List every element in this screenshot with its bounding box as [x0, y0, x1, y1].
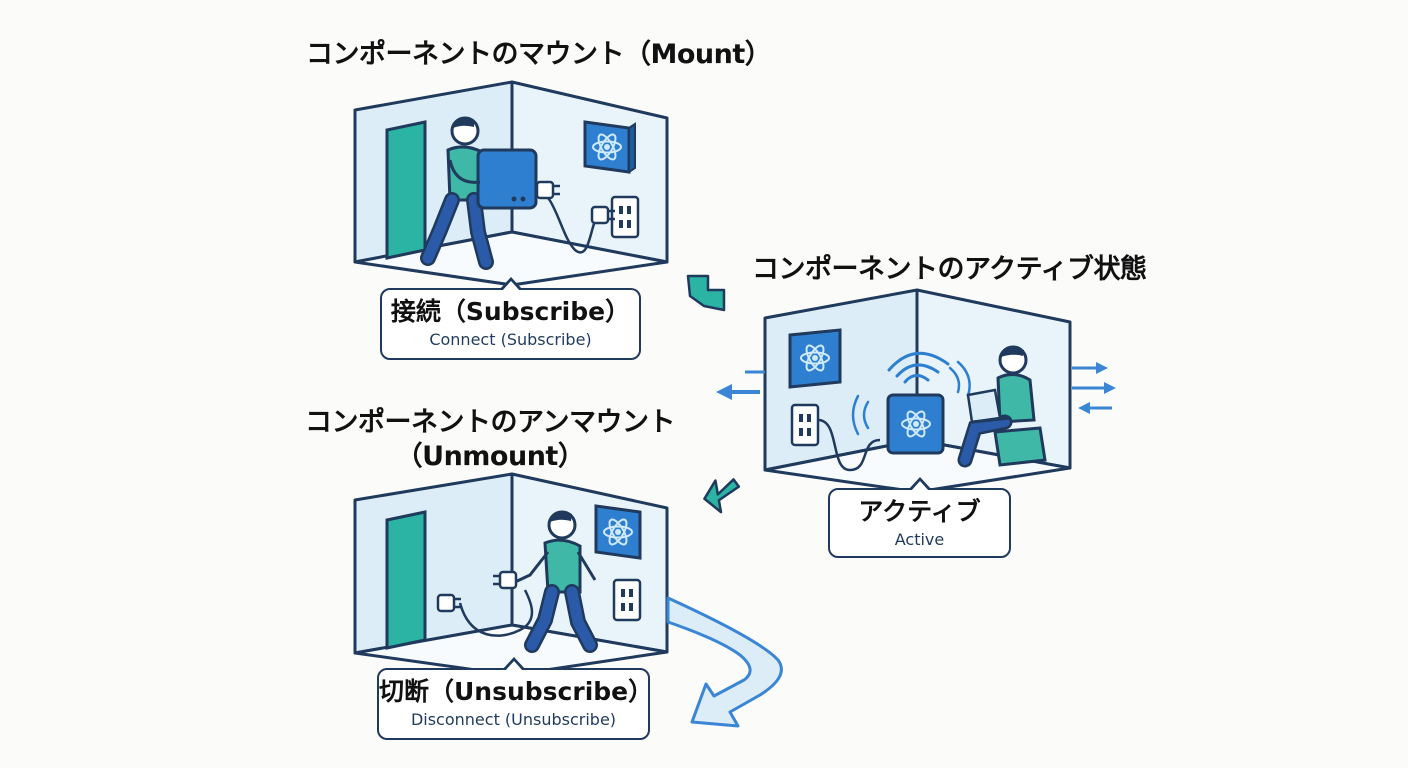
unmount-title-line2: （Unmount） [395, 440, 585, 472]
flow-arrow-icon [666, 274, 1116, 728]
active-room [763, 288, 1072, 494]
react-atom-icon [583, 120, 636, 174]
wall-outlet-icon [612, 578, 642, 622]
active-title: コンポーネントのアクティブ状態 [752, 254, 1147, 285]
wifi-signal-icon [851, 351, 971, 436]
mount-room [353, 80, 669, 287]
unmount-title-line1: コンポーネントのアンマウント [305, 407, 675, 438]
mount-label-main: 接続（Subscribe） [390, 297, 631, 326]
unmount-label-main: 切断（Unsubscribe） [379, 677, 654, 706]
laptop-icon [966, 388, 1011, 424]
mount-title: コンポーネントのマウント（Mount） [306, 39, 772, 70]
person-with-laptop [957, 345, 1047, 468]
active-callout: アクティブ Active [828, 477, 1011, 558]
unmount-label-sub: Disconnect (Unsubscribe) [410, 710, 617, 729]
person-holding-plug [491, 510, 598, 653]
mount-label-sub: Connect (Subscribe) [429, 330, 592, 349]
react-atom-icon [594, 504, 642, 560]
react-atom-icon [788, 328, 842, 389]
door-icon [385, 120, 427, 260]
active-label-main: アクティブ [858, 497, 981, 526]
unmount-title: コンポーネントのアンマウント （Unmount） [300, 406, 680, 474]
active-label-sub: Active [894, 530, 945, 549]
wall-outlet-icon [790, 403, 820, 447]
unmount-callout: 切断（Unsubscribe） Disconnect (Unsubscribe) [377, 657, 654, 740]
person-carrying-device [420, 116, 538, 270]
wall-outlet-icon [610, 195, 640, 239]
door-icon [385, 510, 427, 650]
unmount-room [353, 472, 669, 677]
react-device [886, 393, 945, 455]
mount-callout: 接続（Subscribe） Connect (Subscribe) [380, 277, 641, 360]
